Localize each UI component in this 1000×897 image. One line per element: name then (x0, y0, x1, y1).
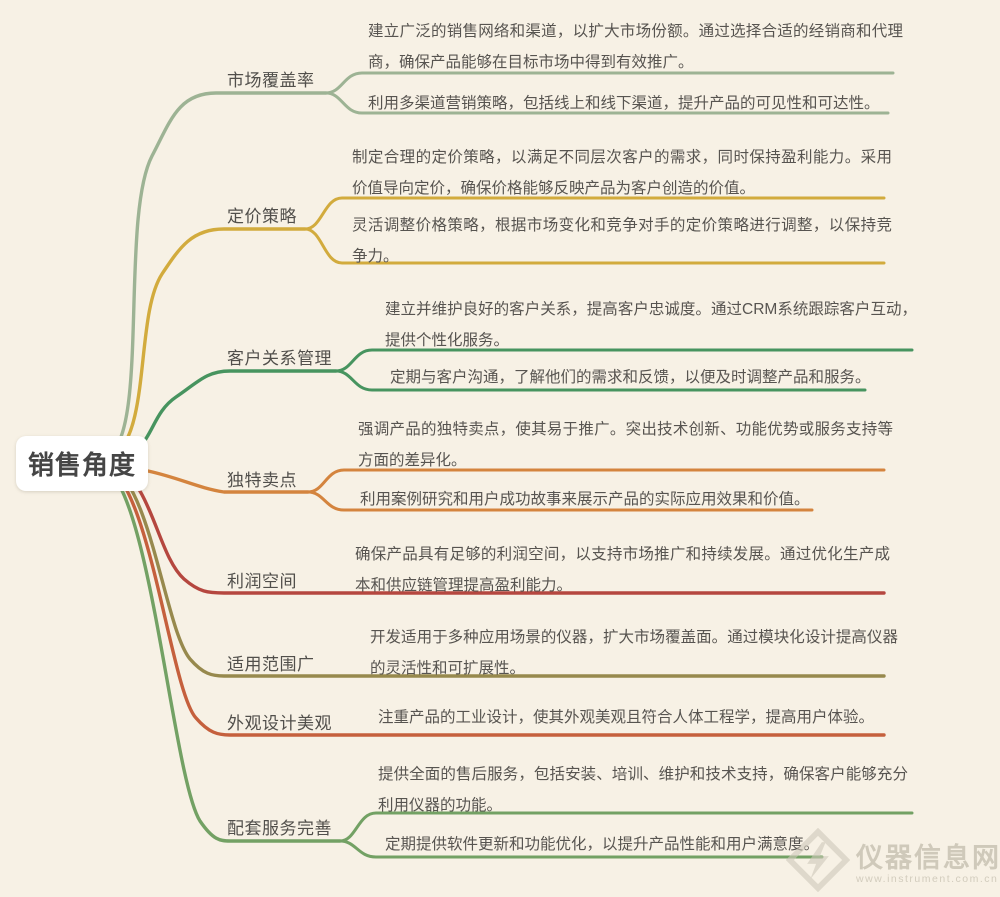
topic-node[interactable]: 利用多渠道营销策略，包括线上和线下渠道，提升产品的可见性和可达性。 (368, 95, 880, 112)
branch-label-1[interactable]: 市场覆盖率 (227, 71, 315, 90)
branch-label-6[interactable]: 适用范围广 (227, 655, 315, 674)
root-node[interactable]: 销售角度 (16, 436, 148, 491)
topic-node[interactable]: 利用案例研究和用户成功故事来展示产品的实际应用效果和价值。 (360, 491, 810, 508)
topic-node[interactable]: 定期与客户沟通，了解他们的需求和反馈，以便及时调整产品和服务。 (390, 369, 871, 386)
branch-connector (108, 470, 342, 843)
branch-label-7[interactable]: 外观设计美观 (227, 714, 332, 733)
branch-connector (112, 91, 328, 452)
branch-connector (114, 227, 307, 456)
child-connector (306, 490, 814, 512)
child-connector (303, 227, 886, 265)
topic-node[interactable]: 建立并维护良好的客户关系，提高客户忠诚度。通过CRM系统跟踪客户互动，提供个性化… (385, 301, 917, 349)
branch-connector (110, 468, 886, 737)
child-connector (338, 839, 824, 859)
branch-label-2[interactable]: 定价策略 (227, 207, 297, 226)
child-connector (303, 196, 886, 231)
topic-node[interactable]: 注重产品的工业设计，使其外观美观且符合人体工程学，提高用户体验。 (378, 709, 875, 726)
branch-connector (112, 466, 886, 678)
topic-node[interactable]: 制定合理的定价策略，以满足不同层次客户的需求，同时保持盈利能力。采用价值导向定价… (352, 149, 892, 197)
topic-node[interactable]: 强调产品的独特卖点，使其易于推广。突出技术创新、功能优势或服务支持等方面的差异化… (358, 421, 893, 469)
topic-node[interactable]: 定期提供软件更新和功能优化，以提升产品性能和用户满意度。 (385, 836, 820, 853)
topic-node[interactable]: 开发适用于多种应用场景的仪器，扩大市场覆盖面。通过模块化设计提高仪器的灵活性和可… (370, 629, 898, 677)
topic-node[interactable]: 灵活调整价格策略，根据市场变化和竞争对手的定价策略进行调整，以保持竞争力。 (352, 217, 892, 265)
branch-connector (146, 469, 310, 494)
topic-node[interactable]: 提供全面的售后服务，包括安装、培训、维护和技术支持，确保客户能够充分利用仪器的功… (378, 766, 908, 814)
branch-label-5[interactable]: 利润空间 (227, 572, 297, 591)
child-connector (324, 91, 890, 115)
child-connector (334, 369, 867, 392)
topic-node[interactable]: 建立广泛的销售网络和渠道，以扩大市场份额。通过选择合适的经销商和代理商，确保产品… (368, 23, 903, 71)
branch-label-3[interactable]: 客户关系管理 (227, 349, 332, 368)
branch-label-4[interactable]: 独特卖点 (227, 471, 297, 490)
branch-label-8[interactable]: 配套服务完善 (227, 819, 332, 838)
branch-connector (116, 369, 338, 462)
topic-node[interactable]: 确保产品具有足够的利润空间，以支持市场推广和持续发展。通过优化生产成本和供应链管… (355, 546, 890, 594)
